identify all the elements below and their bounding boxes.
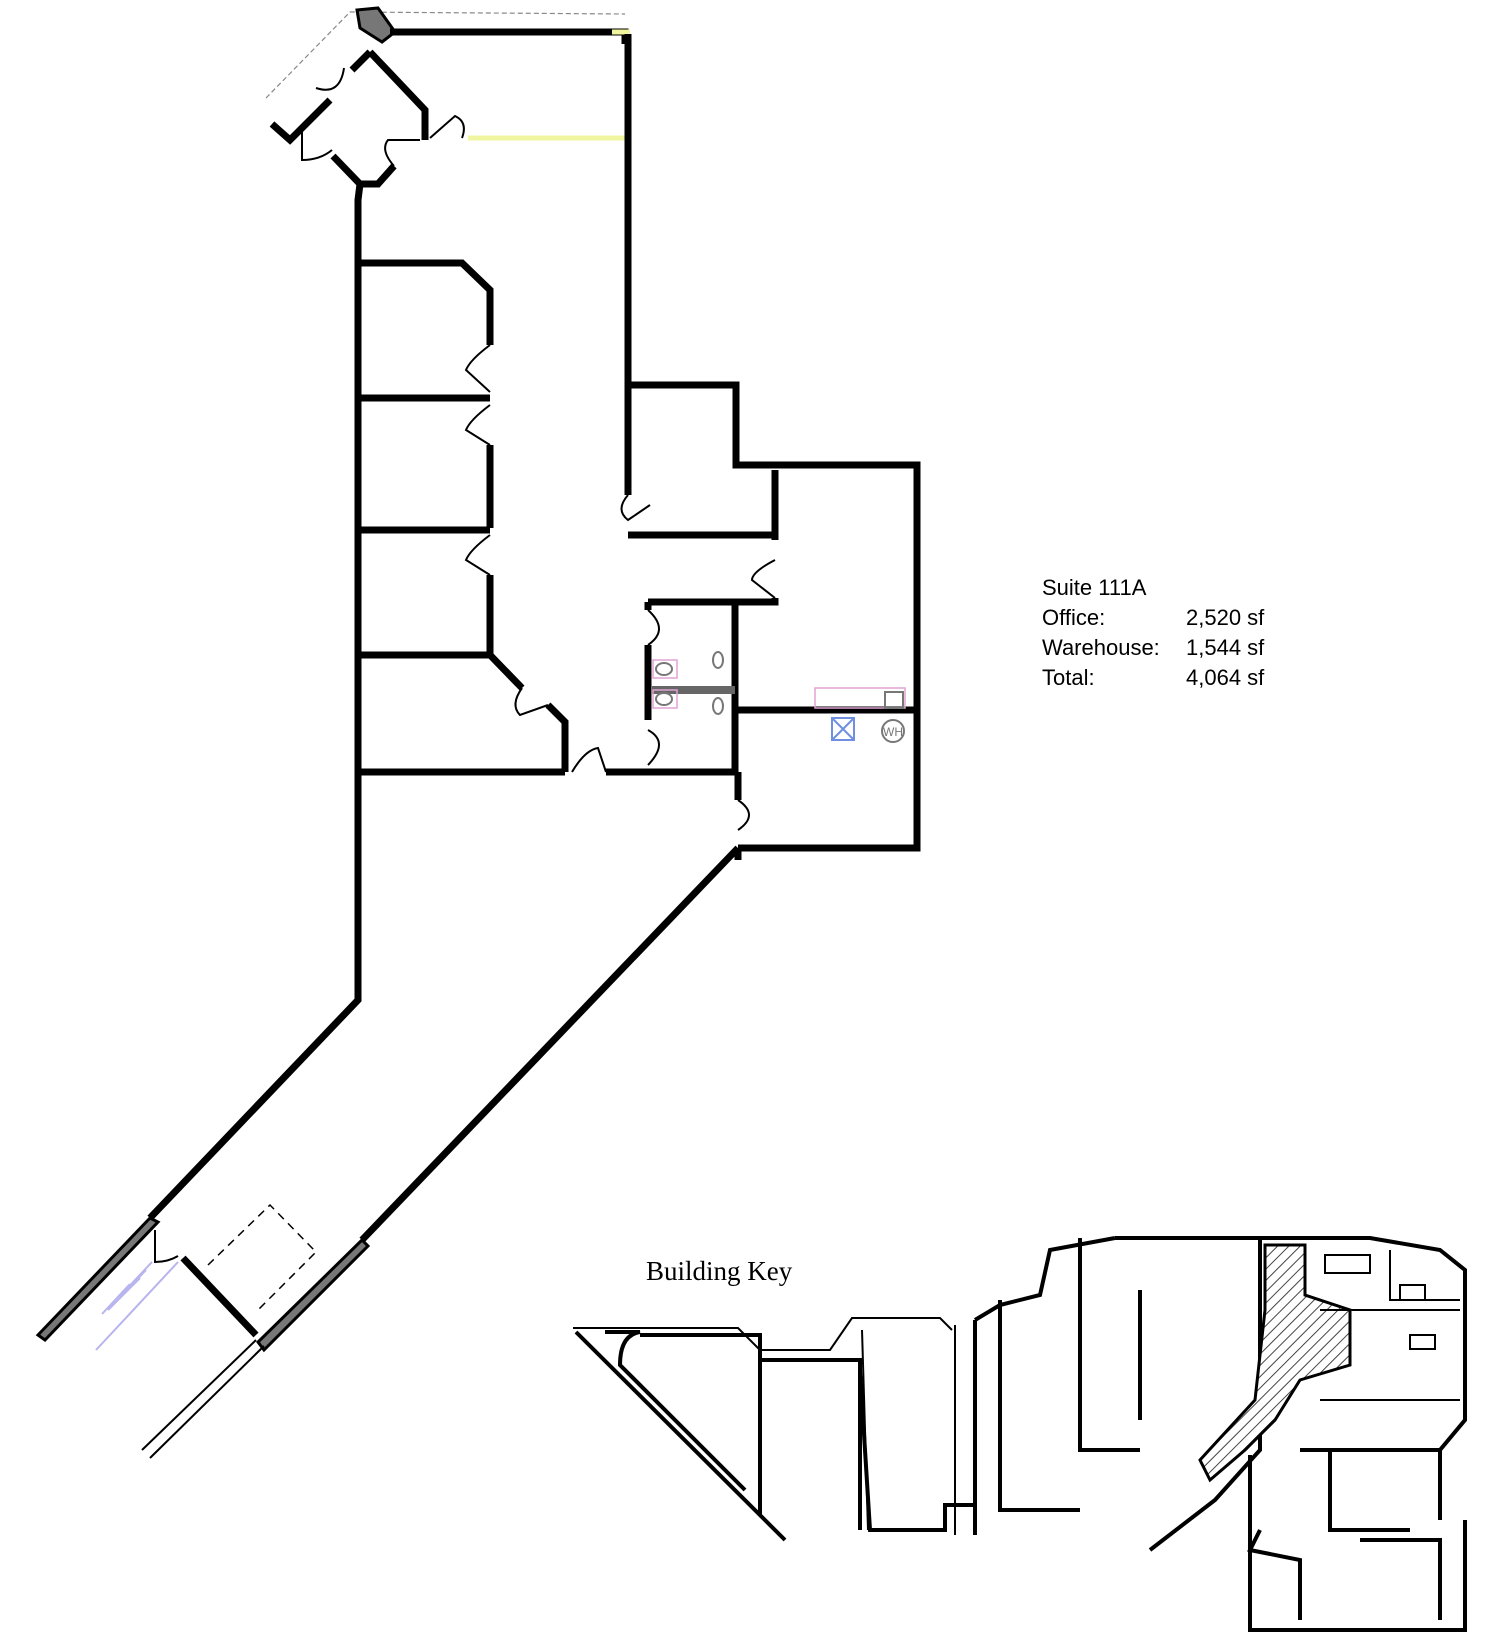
office-area-row: Office: 2,520 sf xyxy=(1042,603,1264,633)
total-area-value: 4,064 sf xyxy=(1186,665,1265,690)
suite-info: Suite 111A Office: 2,520 sf Warehouse: 1… xyxy=(1042,573,1264,693)
warehouse-area-row: Warehouse: 1,544 sf xyxy=(1042,633,1264,663)
water-heater-label: WH xyxy=(883,725,903,739)
total-area-row: Total: 4,064 sf xyxy=(1042,663,1264,693)
suite-title: Suite 111A xyxy=(1042,575,1147,600)
building-key-map xyxy=(573,1236,1467,1632)
warehouse-area-label: Warehouse: xyxy=(1042,635,1160,660)
suite-plan: WH xyxy=(35,6,921,1459)
warehouse-area-value: 1,544 sf xyxy=(1186,635,1265,660)
office-area-value: 2,520 sf xyxy=(1186,605,1265,630)
office-area-label: Office: xyxy=(1042,605,1106,630)
total-area-label: Total: xyxy=(1042,665,1095,690)
building-key-title: Building Key xyxy=(646,1256,793,1286)
